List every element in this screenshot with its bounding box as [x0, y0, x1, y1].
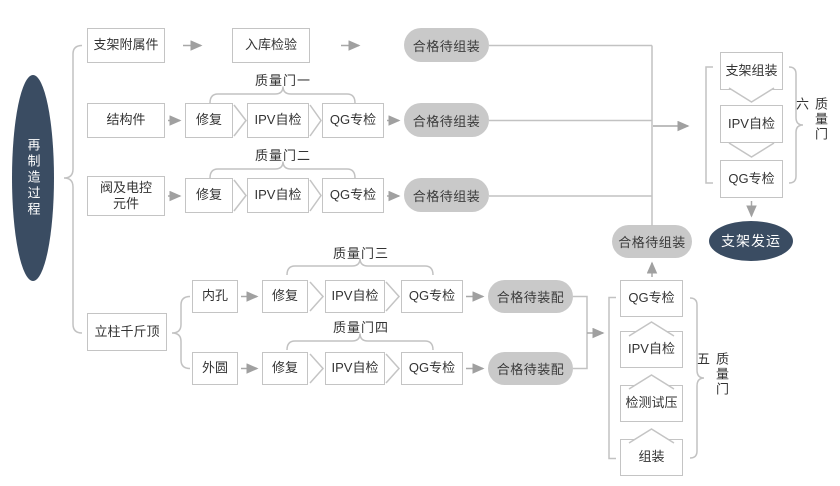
node-ipv-selfcheck-structure: IPV自检 — [247, 103, 309, 138]
node-prop-jack: 立柱千斤顶 — [87, 313, 167, 351]
node-qg-check-assembly: QG专检 — [620, 280, 683, 317]
pill-qualified-fitting-2: 合格待装配 — [488, 352, 573, 385]
node-outer-circle: 外圆 — [192, 352, 238, 385]
collector-lines — [489, 44, 653, 370]
pill-qualified-fitting-1: 合格待装配 — [488, 280, 573, 313]
node-qg-check-outer: QG专检 — [401, 352, 463, 385]
node-assemble: 组装 — [620, 439, 683, 476]
node-valve-electric-parts: 阀及电控元件 — [87, 176, 165, 216]
ship-ellipse: 支架发运 — [709, 221, 793, 261]
node-ipv-selfcheck-assembly: IPV自检 — [620, 331, 683, 368]
node-inner-bore: 内孔 — [192, 280, 238, 313]
node-repair-outer: 修复 — [262, 352, 308, 385]
node-ipv-selfcheck-inner: IPV自检 — [325, 280, 385, 313]
left-root-brace — [63, 44, 83, 334]
node-qg-check-final: QG专检 — [720, 160, 783, 198]
node-repair-valve: 修复 — [185, 178, 233, 213]
node-repair-inner: 修复 — [262, 280, 308, 313]
jack-split-brace — [171, 295, 191, 370]
node-ipv-selfcheck-valve: IPV自检 — [247, 178, 309, 213]
node-test-pressure: 检测试压 — [620, 385, 683, 422]
gate-label-two: 质量门二 — [255, 147, 312, 163]
gate-label-one: 质量门一 — [255, 72, 312, 88]
node-ipv-selfcheck-outer: IPV自检 — [325, 352, 385, 385]
process-root-label: 再制造过程 — [25, 138, 41, 218]
node-warehouse-inspection: 入库检验 — [232, 28, 310, 63]
gate-label-six: 质量门六 — [794, 97, 828, 142]
pill-qualified-assembly-3: 合格待组装 — [404, 178, 489, 212]
pill-qualified-assembly-1: 合格待组装 — [404, 28, 489, 62]
node-structural-parts: 结构件 — [87, 103, 165, 138]
node-repair-structure: 修复 — [185, 103, 233, 138]
pill-qualified-assembly-2: 合格待组装 — [404, 103, 489, 137]
node-support-accessories: 支架附属件 — [87, 28, 165, 63]
node-support-assembly: 支架组装 — [720, 52, 783, 90]
gate-label-three: 质量门三 — [333, 245, 390, 261]
process-root-ellipse: 再制造过程 — [12, 75, 54, 281]
node-qg-check-inner: QG专检 — [401, 280, 463, 313]
gate-label-four: 质量门四 — [333, 319, 390, 335]
pill-qualified-assembly-4: 合格待组装 — [612, 225, 692, 258]
gate-label-five: 质量门五 — [695, 352, 729, 397]
node-qg-check-structure: QG专检 — [322, 103, 384, 138]
node-ipv-selfcheck-final: IPV自检 — [720, 105, 783, 143]
node-qg-check-valve: QG专检 — [322, 178, 384, 213]
